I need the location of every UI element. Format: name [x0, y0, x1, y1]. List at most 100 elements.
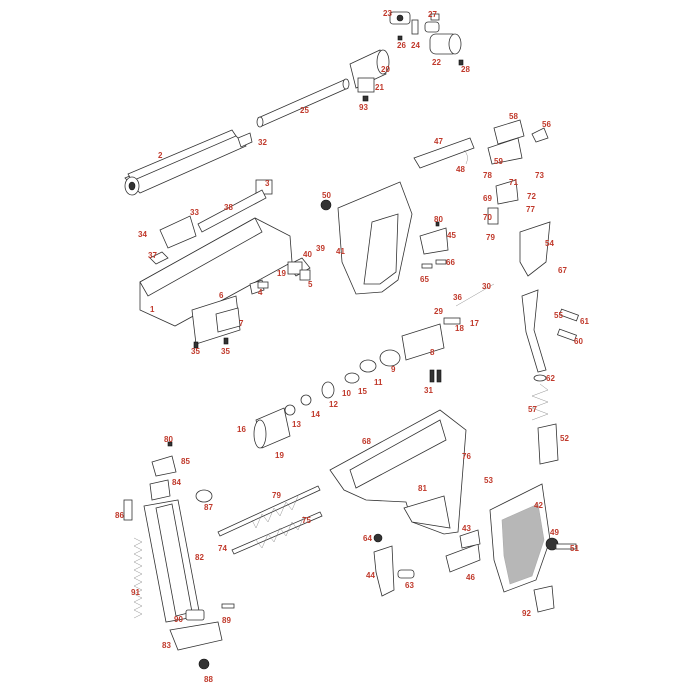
recoil-spring-parts — [217, 485, 323, 555]
callout-16: 16 — [237, 425, 246, 434]
callout-43: 43 — [462, 524, 471, 533]
callout-labels: 23 27 26 24 22 28 20 21 9 3 25 2 32 58 56… — [115, 9, 589, 684]
callout-19-upper: 19 — [277, 269, 286, 278]
hopup-top-parts — [389, 11, 464, 66]
callout-83: 83 — [162, 641, 171, 650]
callout-42: 42 — [534, 501, 543, 510]
callout-69: 69 — [483, 194, 492, 203]
callout-62: 62 — [546, 374, 555, 383]
callout-56: 56 — [542, 120, 551, 129]
callout-45: 45 — [447, 231, 456, 240]
callout-79-lower: 79 — [272, 491, 281, 500]
callout-57: 57 — [528, 405, 537, 414]
callout-74: 74 — [218, 544, 227, 553]
callout-52: 52 — [560, 434, 569, 443]
callout-44: 44 — [366, 571, 375, 580]
magazine-parts — [123, 441, 235, 670]
callout-8: 8 — [430, 348, 435, 357]
callout-73: 73 — [535, 171, 544, 180]
callout-41: 41 — [336, 247, 345, 256]
callout-27: 27 — [428, 10, 437, 19]
callout-11: 11 — [374, 378, 383, 387]
callout-64: 64 — [363, 534, 372, 543]
callout-26: 26 — [397, 41, 406, 50]
callout-59: 59 — [494, 157, 503, 166]
trigger-bar-parts — [521, 289, 579, 465]
callout-35-right: 35 — [221, 347, 230, 356]
callout-86: 86 — [115, 511, 124, 520]
callout-89: 89 — [222, 616, 231, 625]
callout-70: 70 — [483, 213, 492, 222]
callout-24: 24 — [411, 41, 420, 50]
callout-77: 77 — [526, 205, 535, 214]
callout-81: 81 — [418, 484, 427, 493]
callout-30: 30 — [482, 282, 491, 291]
callout-67: 67 — [558, 266, 567, 275]
callout-51: 51 — [570, 544, 579, 553]
callout-20: 20 — [381, 65, 390, 74]
callout-13: 13 — [292, 420, 301, 429]
callout-35-left: 35 — [191, 347, 200, 356]
hammer-sear-parts — [413, 119, 551, 277]
callout-60: 60 — [574, 337, 583, 346]
callout-25: 25 — [300, 106, 309, 115]
callout-90: 90 — [174, 615, 183, 624]
callout-36: 36 — [453, 293, 462, 302]
callout-87: 87 — [204, 503, 213, 512]
inner-barrel-part — [256, 78, 350, 128]
callout-19-lower: 19 — [275, 451, 284, 460]
callout-17: 17 — [470, 319, 479, 328]
slide-part — [139, 179, 311, 349]
callout-80-upper: 80 — [434, 215, 443, 224]
callout-40: 40 — [303, 250, 312, 259]
callout-28: 28 — [461, 65, 470, 74]
callout-65: 65 — [420, 275, 429, 284]
callout-84: 84 — [172, 478, 181, 487]
callout-39: 39 — [316, 244, 325, 253]
callout-23: 23 — [383, 9, 392, 18]
callout-21: 21 — [375, 83, 384, 92]
callout-32: 32 — [258, 138, 267, 147]
callout-91: 91 — [131, 588, 140, 597]
callout-3: 3 — [265, 179, 270, 188]
callout-33: 33 — [190, 208, 199, 217]
callout-88: 88 — [204, 675, 213, 684]
callout-34: 34 — [138, 230, 147, 239]
callout-2: 2 — [158, 151, 163, 160]
left-grip-panel-part — [320, 181, 413, 295]
callout-15: 15 — [358, 387, 367, 396]
right-grip-panel-part — [489, 483, 577, 593]
hopup-chamber-part — [349, 49, 390, 102]
callout-54: 54 — [545, 239, 554, 248]
callout-75: 75 — [302, 516, 311, 525]
callout-72: 72 — [527, 192, 536, 201]
outer-barrel-part — [124, 129, 253, 196]
callout-71: 71 — [509, 178, 518, 187]
callout-92: 92 — [522, 609, 531, 618]
callout-48: 48 — [456, 165, 465, 174]
callout-78: 78 — [483, 171, 492, 180]
callout-66: 66 — [446, 258, 455, 267]
callout-9: 9 — [391, 365, 396, 374]
blowback-nozzle-assembly — [253, 283, 495, 449]
callout-6: 6 — [219, 291, 224, 300]
callout-31: 31 — [424, 386, 433, 395]
callout-4: 4 — [258, 288, 263, 297]
callout-76: 76 — [462, 452, 471, 461]
callout-47: 47 — [434, 137, 443, 146]
callout-38: 38 — [224, 203, 233, 212]
callout-37: 37 — [148, 251, 157, 260]
callout-10: 10 — [342, 389, 351, 398]
callout-68: 68 — [362, 437, 371, 446]
callout-53: 53 — [484, 476, 493, 485]
callout-46: 46 — [466, 573, 475, 582]
callout-18: 18 — [455, 324, 464, 333]
callout-12: 12 — [329, 400, 338, 409]
callout-79: 79 — [486, 233, 495, 242]
callout-63: 63 — [405, 581, 414, 590]
frame-part — [329, 409, 467, 535]
callout-55: 55 — [554, 311, 563, 320]
callout-58: 58 — [509, 112, 518, 121]
callout-22: 22 — [432, 58, 441, 67]
